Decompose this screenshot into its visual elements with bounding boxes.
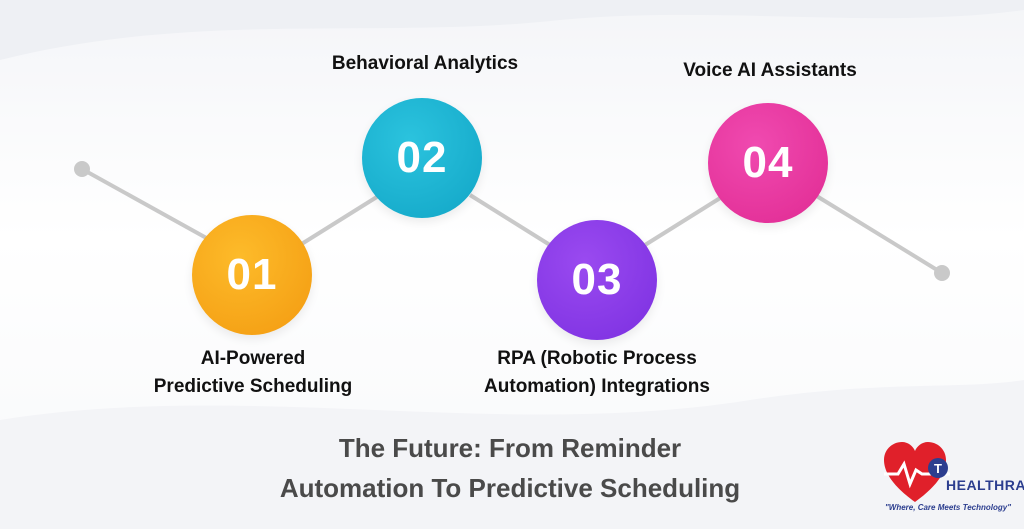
- end-dot: [934, 265, 950, 281]
- connector-02-03: [468, 193, 552, 247]
- page-title: The Future: From Reminder Automation To …: [230, 428, 790, 508]
- step-02-label-line1: Behavioral Analytics: [331, 53, 519, 74]
- step-03-label-line2: Automation) Integrations: [484, 376, 710, 397]
- connector-03-04: [643, 193, 727, 247]
- step-01-label: AI-Powered Predictive Scheduling: [130, 345, 376, 401]
- step-01-label-line2: Predictive Scheduling: [153, 376, 353, 397]
- title-line1: The Future: From Reminder: [338, 433, 682, 463]
- logo-tagline: "Where, Care Meets Technology": [885, 503, 1011, 512]
- connector-end: [813, 193, 944, 275]
- step-03-label-line1: RPA (Robotic Process: [497, 348, 697, 369]
- step-04-number: 04: [742, 138, 794, 187]
- connector-01-02: [298, 193, 382, 247]
- step-01-label-line1: AI-Powered: [200, 348, 306, 369]
- healthray-logo-icon: T: [884, 442, 950, 502]
- step-04-circle: 04: [708, 103, 828, 223]
- start-dot: [74, 161, 90, 177]
- step-02-number: 02: [396, 133, 448, 182]
- title-line2: Automation To Predictive Scheduling: [279, 473, 741, 503]
- step-02-label: Behavioral Analytics: [300, 50, 550, 78]
- svg-text:T: T: [934, 461, 942, 476]
- step-04-label: Voice AI Assistants: [640, 57, 900, 85]
- step-02-circle: 02: [362, 98, 482, 218]
- logo-brand-name: HEALTHRAY: [946, 477, 1024, 493]
- step-03-number: 03: [571, 255, 623, 304]
- step-01-number: 01: [226, 250, 278, 299]
- connector-start: [81, 167, 211, 242]
- step-01-circle: 01: [192, 215, 312, 335]
- step-03-label: RPA (Robotic Process Automation) Integra…: [462, 345, 732, 401]
- step-03-circle: 03: [537, 220, 657, 340]
- step-04-label-line1: Voice AI Assistants: [683, 60, 857, 81]
